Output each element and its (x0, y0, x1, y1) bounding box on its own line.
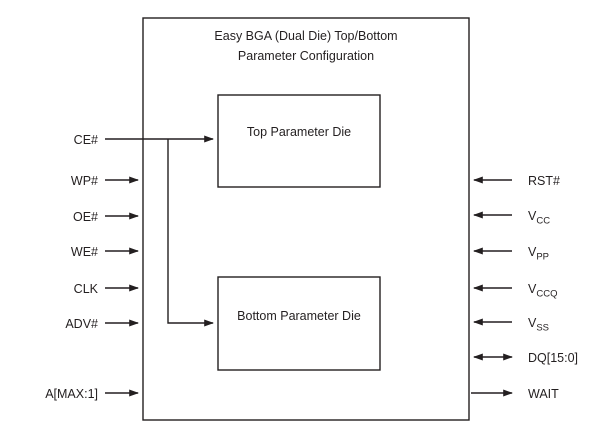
pin-label-vcc-sub: CC (536, 216, 550, 227)
pin-label-amax: A[MAX:1] (45, 387, 98, 401)
pin-label-vpp-sub: PP (536, 252, 549, 263)
pin-label-rst: RST# (528, 174, 560, 188)
pin-label-wait: WAIT (528, 387, 559, 401)
pin-label-vss-base: V (528, 316, 537, 330)
pin-label-vcc: VCC (528, 209, 550, 227)
pin-label-vcc-base: V (528, 209, 537, 223)
signal-branch-ce-to-bottom-die (167, 139, 214, 327)
top-parameter-die-label: Top Parameter Die (247, 125, 351, 139)
pin-label-adv: ADV# (65, 317, 98, 331)
bottom-parameter-die-label: Bottom Parameter Die (237, 309, 361, 323)
pin-label-we: WE# (71, 245, 98, 259)
pin-label-vccq: VCCQ (528, 282, 557, 300)
pin-label-clk: CLK (74, 282, 99, 296)
top-parameter-die-box (217, 94, 381, 188)
bottom-parameter-die-box (217, 276, 381, 371)
pin-label-oe: OE# (73, 210, 98, 224)
diagram-title-line1: Easy BGA (Dual Die) Top/Bottom (214, 29, 397, 43)
diagram-title-line2: Parameter Configuration (238, 49, 374, 63)
pin-label-ce: CE# (74, 133, 98, 147)
pin-label-vccq-base: V (528, 282, 537, 296)
pin-label-vss-sub: SS (536, 323, 549, 334)
pin-label-wp: WP# (71, 174, 98, 188)
pin-label-vpp-base: V (528, 245, 537, 259)
pin-label-vccq-sub: CCQ (536, 289, 557, 300)
pin-label-vss: VSS (528, 316, 549, 334)
pin-label-dq: DQ[15:0] (528, 351, 578, 365)
pin-label-vpp: VPP (528, 245, 549, 263)
